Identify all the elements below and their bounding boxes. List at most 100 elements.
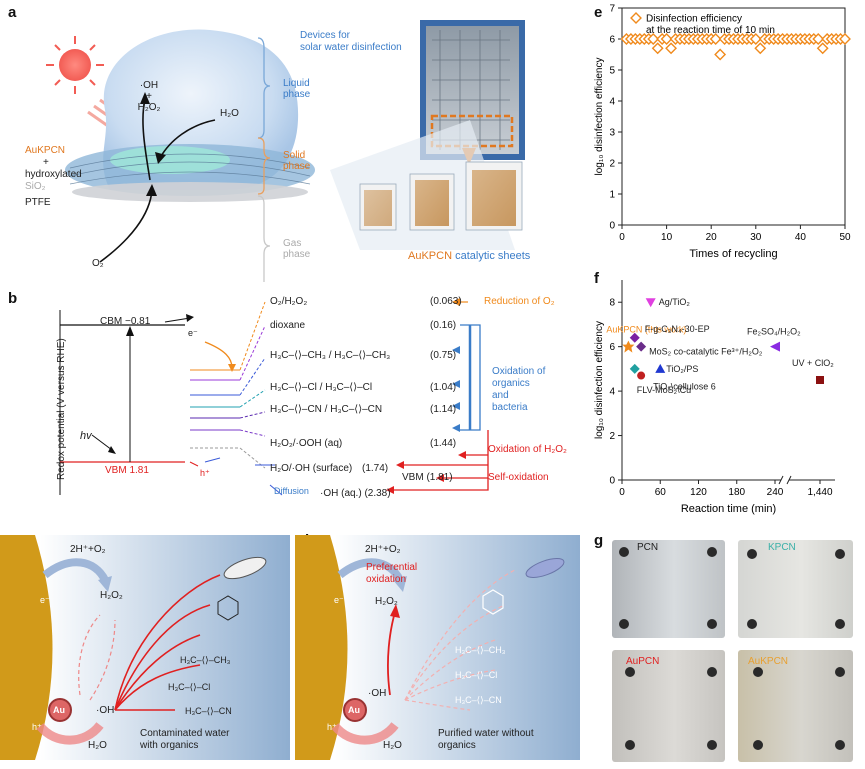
oh-aq-label: ·OH (aq.) (2.38) <box>320 488 391 499</box>
data-point <box>651 42 664 55</box>
value-5: (1.44) <box>430 438 457 449</box>
d-mol-cn: H₃C–⟨⟩–CN <box>455 695 502 705</box>
species-tolunitrile: H₃C–⟨⟩–CN / H₃C–⟨⟩–CN <box>270 404 383 415</box>
x-tick-label: 10 <box>661 232 673 243</box>
x-tick-label: 1,440 <box>807 487 832 498</box>
y-tick-label: 5 <box>609 66 615 77</box>
plus-text: + <box>146 91 152 102</box>
point-marker <box>637 371 646 380</box>
cbm-label: CBM −0.81 <box>100 316 151 327</box>
solar-text: solar water disinfection <box>300 42 402 53</box>
redox-ylabel: Redox potential (V versus RHE) <box>56 338 67 480</box>
caption-line-1: Purified water without <box>438 728 534 739</box>
photo-aukpcn-label: AuKPCN <box>748 656 789 667</box>
aukpcn-text: AuKPCN <box>25 145 66 156</box>
species-o2-h2o2: O₂/H₂O₂ <box>270 296 308 307</box>
d-top-label: 2H⁺+O₂ <box>365 544 401 555</box>
value-6: (1.74) <box>362 463 389 474</box>
hv-label: hv <box>80 430 92 442</box>
data-point <box>647 33 660 45</box>
y-tick-label: 3 <box>609 128 615 139</box>
d-hole-label: h⁺ <box>327 722 337 732</box>
y-tick-label: 2 <box>609 431 615 442</box>
point-marker <box>629 332 640 343</box>
photo-screw-holes <box>619 547 845 750</box>
oxidation-h2o2-label: Oxidation of H₂O₂ <box>488 444 567 455</box>
y-tick-label: 4 <box>609 387 615 398</box>
data-point <box>665 42 677 55</box>
point-label: Ag/TiO₂ <box>659 297 691 307</box>
y-tick-label: 6 <box>609 342 615 353</box>
value-3: (1.04) <box>430 382 457 393</box>
x-tick-label: 20 <box>706 232 718 243</box>
panel-c-illustration <box>0 535 290 760</box>
catalytic-sheets <box>359 161 523 231</box>
point-label: F-g-C₃N₄-30-EP <box>645 324 710 334</box>
x-tick-label: 50 <box>839 232 851 243</box>
y-tick-label: 6 <box>609 35 615 46</box>
photo-kpcn: KPCN <box>738 540 853 638</box>
c-hole-label: h⁺ <box>32 722 42 732</box>
axis-break-mark <box>778 475 784 485</box>
point-marker <box>645 298 656 308</box>
sheets-text: catalytic sheets <box>452 250 531 262</box>
y-tick-label: 7 <box>609 4 615 15</box>
oh-text: ·OH <box>139 80 159 91</box>
d-oh-label: ·OH <box>368 688 387 699</box>
point-label: MoS₂ co-catalytic Fe³⁺/H₂O₂ <box>649 347 763 357</box>
o2-label: O₂ <box>92 258 104 269</box>
x-tick-label: 180 <box>728 487 745 498</box>
point-marker <box>622 340 635 353</box>
bacteria-text: bacteria <box>492 402 528 413</box>
point-label: TiO₂\cellulose 6 <box>653 382 716 392</box>
d-mol-cl: H₃C–⟨⟩–Cl <box>455 670 498 680</box>
point-label: UV + ClO₂ <box>792 358 834 368</box>
d-mol-xylene: H₃C–⟨⟩–CH₃ <box>455 645 506 655</box>
photo-aupcn-label: AuPCN <box>626 656 660 667</box>
data-point <box>816 42 829 55</box>
material-stack-label: AuKPCN + hydroxylated SiO₂ PTFE <box>25 145 82 209</box>
c-top-label: 2H⁺+O₂ <box>70 544 106 555</box>
c-electron-label: e⁻ <box>40 595 50 605</box>
liquid-text: Liquid <box>283 78 310 89</box>
phase-text: phase <box>283 249 311 260</box>
devices-text: Devices for <box>300 30 351 41</box>
panel-label-f: f <box>594 270 599 287</box>
d-h2o2-label: H₂O₂ <box>375 596 398 607</box>
self-oxidation-label: Self-oxidation <box>488 472 549 483</box>
x-axis-label: Times of recycling <box>689 248 777 260</box>
c-mol-cl: H₃C–⟨⟩–Cl <box>168 682 211 692</box>
bacterium-icon <box>223 556 267 580</box>
vbm-label: VBM 1.81 <box>105 465 149 476</box>
x-tick-label: 0 <box>619 232 625 243</box>
y-tick-label: 2 <box>609 159 615 170</box>
x-axis-label: Reaction time (min) <box>681 503 776 515</box>
point-label: AuKPCN (this work) <box>606 325 686 335</box>
and-text: and <box>492 390 509 401</box>
d-electron-label: e⁻ <box>334 595 344 605</box>
x-tick-label: 240 <box>767 487 784 498</box>
point-label: TiO₂/PS <box>666 364 698 374</box>
species-xylene: H₃C–⟨⟩–CH₃ / H₃C–⟨⟩–CH₃ <box>270 350 391 361</box>
h2o2-text: H₂O₂ <box>137 102 161 113</box>
value-1: (0.16) <box>430 320 457 331</box>
value-4: (1.14) <box>430 404 457 415</box>
diffusion-label: Diffusion <box>274 486 309 496</box>
y-tick-label: 4 <box>609 97 615 108</box>
plus-text: + <box>43 157 49 168</box>
panel-label-e: e <box>594 4 603 21</box>
d-au-label: Au <box>348 705 360 715</box>
caption-line-2: organics <box>438 740 476 751</box>
panel-label-a: a <box>8 4 17 21</box>
point-marker <box>770 341 780 352</box>
y-tick-label: 0 <box>609 221 615 232</box>
reduction-label: Reduction of O₂ <box>484 296 555 307</box>
ptfe-layer <box>72 182 308 202</box>
y-tick-label: 0 <box>609 476 615 487</box>
species-h2o-oh: H₂O/·OH (surface) <box>270 463 353 474</box>
chart-e-frame <box>621 7 846 226</box>
